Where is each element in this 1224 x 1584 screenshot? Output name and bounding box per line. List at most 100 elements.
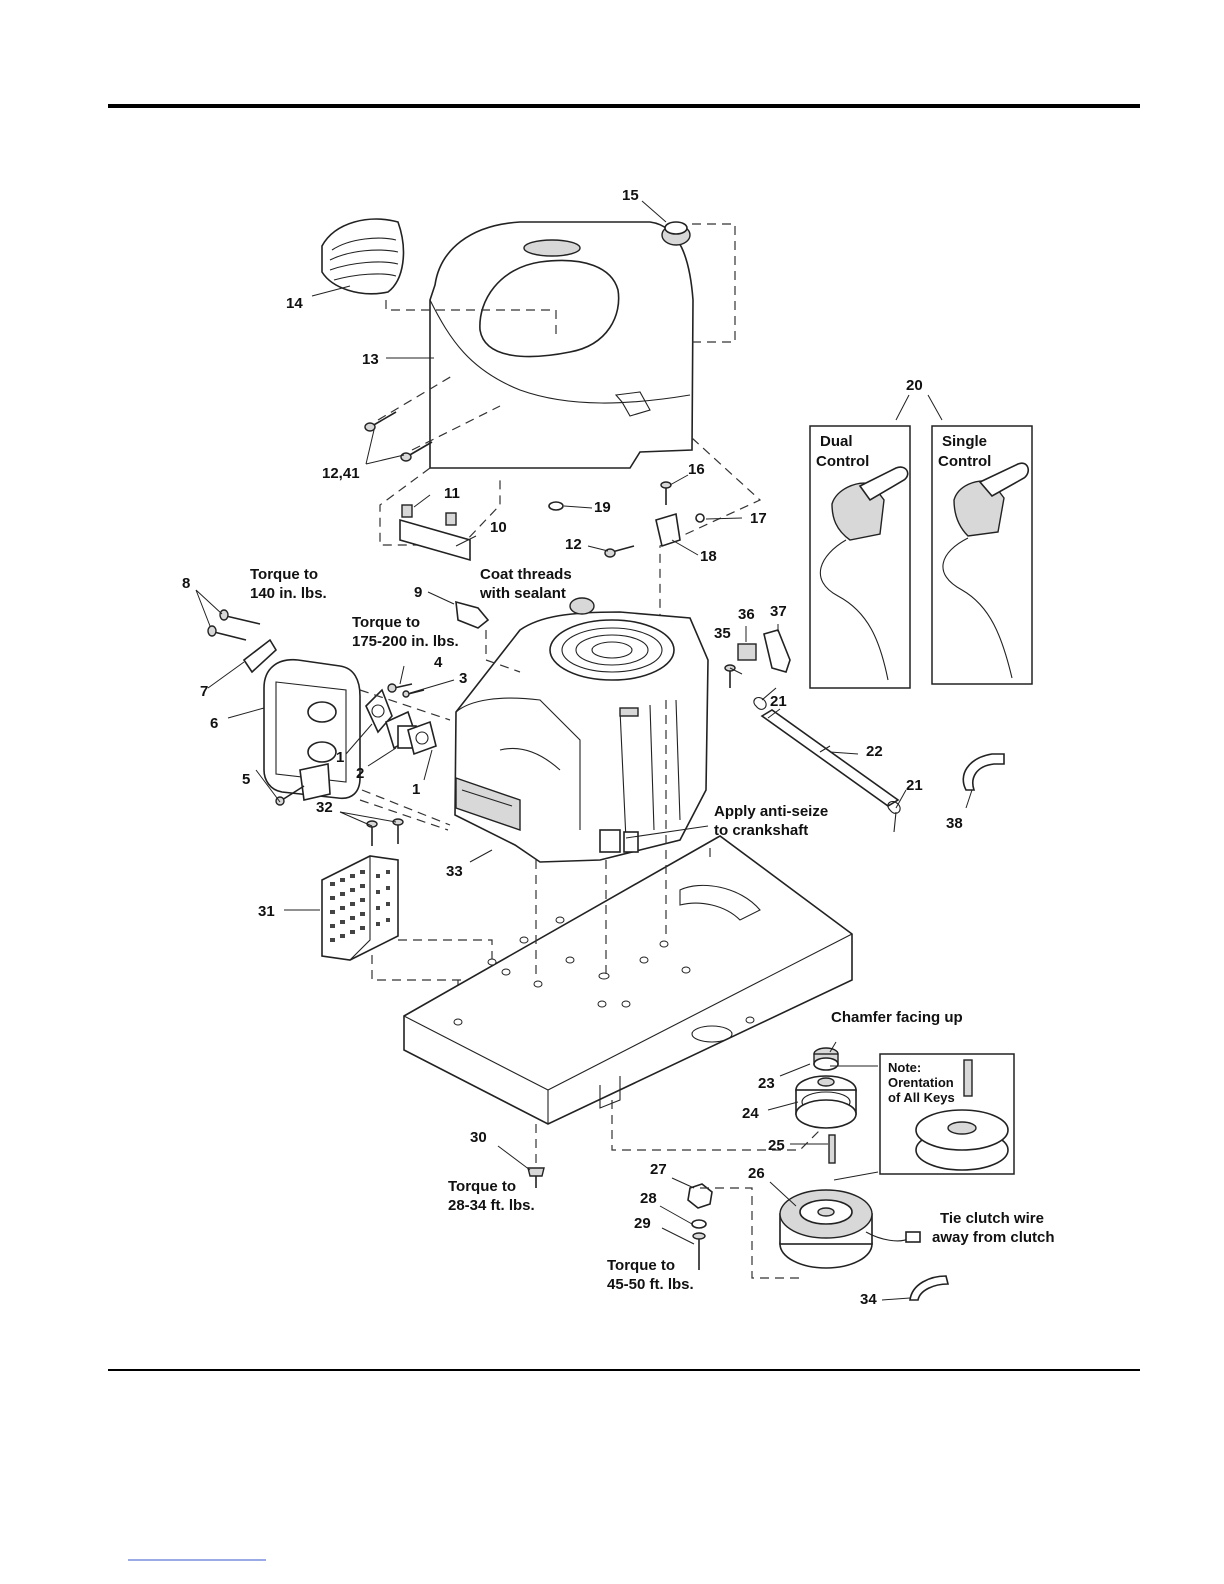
assembly-line-pulley — [611, 848, 831, 1151]
callout-18: 18 — [700, 548, 717, 565]
leader-lines — [195, 200, 973, 1301]
tube-22 — [760, 709, 900, 807]
shroud-grille — [321, 218, 405, 295]
bracket-10 — [399, 504, 471, 562]
callout-19: 19 — [594, 499, 611, 516]
note-torque-28-line1: Torque to — [448, 1178, 516, 1195]
callout-8: 8 — [182, 575, 190, 592]
single-control-box — [931, 425, 1033, 685]
callout-1-left: 1 — [336, 749, 344, 766]
dual-control-label-line1: Dual — [820, 433, 853, 450]
note-anti-seize-line2: to crankshaft — [714, 822, 808, 839]
callout-numbers: 15 14 13 12,41 20 11 10 16 19 17 12 18 9… — [182, 187, 963, 1308]
bolts-8 — [207, 609, 261, 641]
grommet-19 — [548, 501, 564, 511]
dual-control-box — [809, 425, 911, 689]
callout-12-41: 12,41 — [322, 465, 360, 482]
callout-33: 33 — [446, 863, 463, 880]
callout-35: 35 — [714, 625, 731, 642]
note-coat-threads-line1: Coat threads — [480, 566, 572, 583]
callout-7: 7 — [200, 683, 208, 700]
assembly-line-clutch — [700, 1187, 800, 1279]
callout-31: 31 — [258, 903, 275, 920]
note-torque-175-line1: Torque to — [352, 614, 420, 631]
callout-12: 12 — [565, 536, 582, 553]
callout-5: 5 — [242, 771, 250, 788]
callout-30: 30 — [470, 1129, 487, 1146]
bracket-strap — [299, 763, 331, 801]
note-tie-clutch-line2: away from clutch — [932, 1229, 1055, 1246]
tie-strap-38 — [962, 753, 1005, 791]
note-coat-threads-line2: with sealant — [479, 585, 566, 602]
note-keys-line3: of All Keys — [888, 1090, 955, 1105]
heat-shield-31 — [321, 855, 399, 961]
engine-shroud — [429, 221, 694, 469]
screws-32 — [366, 818, 404, 846]
callout-25: 25 — [768, 1137, 785, 1154]
pulley-24 — [795, 1075, 857, 1129]
screws-3-4 — [387, 683, 425, 698]
single-control-label-line1: Single — [942, 433, 987, 450]
note-torque-28-line2: 28-34 ft. lbs. — [448, 1197, 535, 1214]
clutch-26 — [779, 1189, 921, 1269]
key-25 — [828, 1134, 836, 1164]
callout-24: 24 — [742, 1105, 759, 1122]
assembly-line-knob — [692, 223, 736, 343]
note-tie-clutch-line1: Tie clutch wire — [940, 1210, 1044, 1227]
callout-21-bottom: 21 — [906, 777, 923, 794]
parts-35-36-37 — [724, 629, 791, 688]
note-torque-140-line2: 140 in. lbs. — [250, 585, 327, 602]
callout-15: 15 — [622, 187, 639, 204]
callout-29: 29 — [634, 1215, 651, 1232]
callout-32: 32 — [316, 799, 333, 816]
callout-10: 10 — [490, 519, 507, 536]
assembly-line-screws — [377, 375, 501, 451]
callout-28: 28 — [640, 1190, 657, 1207]
note-keys-line2: Orentation — [888, 1075, 954, 1090]
fitting-9 — [455, 600, 521, 673]
note-torque-45-line2: 45-50 ft. lbs. — [607, 1276, 694, 1293]
callout-1-right: 1 — [412, 781, 420, 798]
callout-3: 3 — [459, 670, 467, 687]
bolt-30 — [527, 1167, 545, 1188]
tie-strap-34 — [909, 1275, 950, 1301]
fastener-27-28-29 — [687, 1183, 713, 1270]
note-torque-45-line1: Torque to — [607, 1257, 675, 1274]
key-note-box — [879, 1053, 1015, 1175]
callout-17: 17 — [750, 510, 767, 527]
single-control-label-line2: Control — [938, 453, 991, 470]
note-keys-line1: Note: — [888, 1060, 921, 1075]
note-torque-140-line1: Torque to — [250, 566, 318, 583]
callout-11: 11 — [444, 485, 460, 502]
muffler-6 — [263, 659, 361, 800]
callout-2: 2 — [356, 765, 364, 782]
mower-frame — [403, 835, 853, 1125]
callout-26: 26 — [748, 1165, 765, 1182]
callout-37: 37 — [770, 603, 787, 620]
callout-22: 22 — [866, 743, 883, 760]
clip-21-bottom — [887, 801, 901, 833]
note-chamfer: Chamfer facing up — [831, 1009, 963, 1026]
note-anti-seize-line1: Apply anti-seize — [714, 803, 828, 820]
spacer-23 — [813, 1047, 839, 1071]
note-torque-175-line2: 175-200 in. lbs. — [352, 633, 459, 650]
assembly-line-grille — [385, 300, 557, 340]
callout-20: 20 — [906, 377, 923, 394]
callout-4: 4 — [434, 654, 443, 671]
callout-27: 27 — [650, 1161, 667, 1178]
bracket-18 — [604, 481, 705, 558]
dual-control-label-line2: Control — [816, 453, 869, 470]
callout-34: 34 — [860, 1291, 877, 1308]
clip-21-top — [753, 687, 777, 710]
gaskets-and-pipe — [365, 688, 437, 756]
callout-36: 36 — [738, 606, 755, 623]
screw-12-41 — [364, 411, 433, 462]
assembly-line-engine-frame — [535, 700, 667, 1170]
callout-14: 14 — [286, 295, 303, 312]
engine-33 — [454, 597, 709, 863]
shroud-knob — [661, 221, 691, 246]
callout-38: 38 — [946, 815, 963, 832]
callout-21-top: 21 — [770, 693, 787, 710]
callout-16: 16 — [688, 461, 705, 478]
